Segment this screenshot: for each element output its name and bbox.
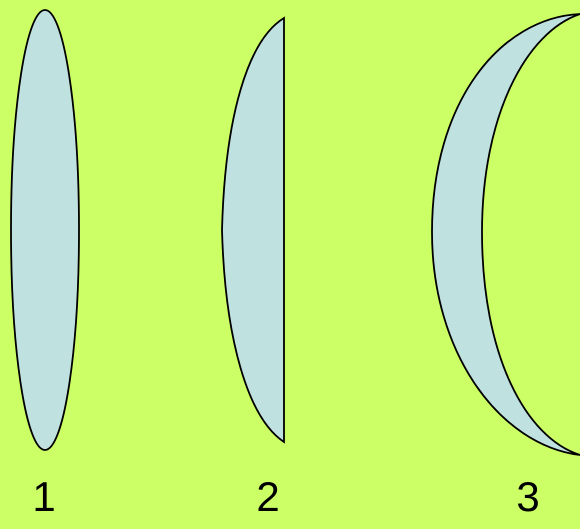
lens-label-3: 3 bbox=[516, 473, 540, 520]
lens-label-2: 2 bbox=[256, 473, 280, 520]
lens-label-1: 1 bbox=[32, 473, 56, 520]
plano-convex-lens-shape bbox=[221, 16, 285, 444]
biconvex-lens-shape bbox=[10, 9, 80, 451]
